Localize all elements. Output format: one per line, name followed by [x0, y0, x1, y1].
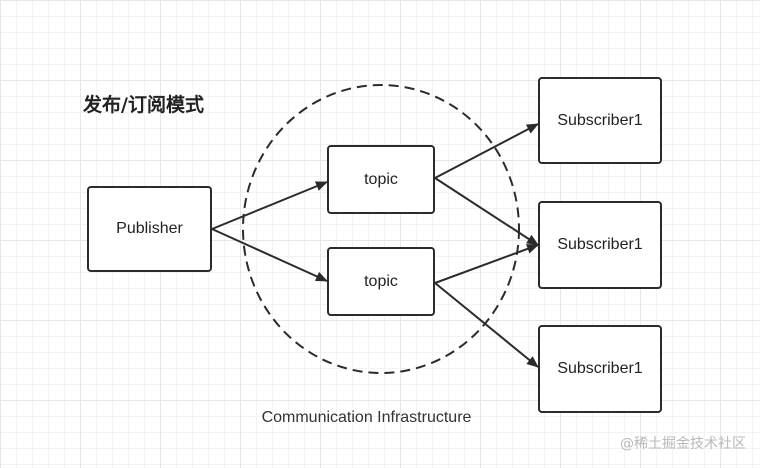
arrow-topic1-to-subscriber1	[434, 123, 539, 179]
subscriber-node-3[interactable]: Subscriber1	[538, 325, 662, 413]
communication-infrastructure-caption: Communication Infrastructure	[261, 409, 472, 426]
watermark: @稀土掘金技术社区	[620, 436, 746, 452]
subscriber-label-1: Subscriber1	[557, 111, 643, 129]
topic-node-1[interactable]: topic	[327, 145, 435, 214]
arrow-publisher-to-topic2	[211, 228, 328, 282]
arrow-topic1-to-subscriber2	[434, 177, 539, 246]
publisher-node[interactable]: Publisher	[87, 186, 212, 272]
subscriber-label-3: Subscriber1	[557, 360, 643, 377]
arrow-publisher-to-topic1	[211, 181, 328, 230]
diagram-title: 发布/订阅模式	[83, 94, 204, 116]
arrow-topic2-to-subscriber2	[434, 244, 539, 284]
topic-label-1: topic	[364, 170, 398, 188]
arrow-topic2-to-subscriber3	[434, 282, 539, 368]
subscriber-node-1[interactable]: Subscriber1	[538, 77, 662, 164]
subscriber-node-2[interactable]: Subscriber1	[538, 201, 662, 289]
publisher-label: Publisher	[116, 220, 183, 237]
subscriber-label-2: Subscriber1	[557, 236, 643, 253]
communication-infrastructure-boundary	[242, 84, 520, 374]
topic-label-2: topic	[364, 272, 398, 290]
topic-node-2[interactable]: topic	[327, 247, 435, 316]
